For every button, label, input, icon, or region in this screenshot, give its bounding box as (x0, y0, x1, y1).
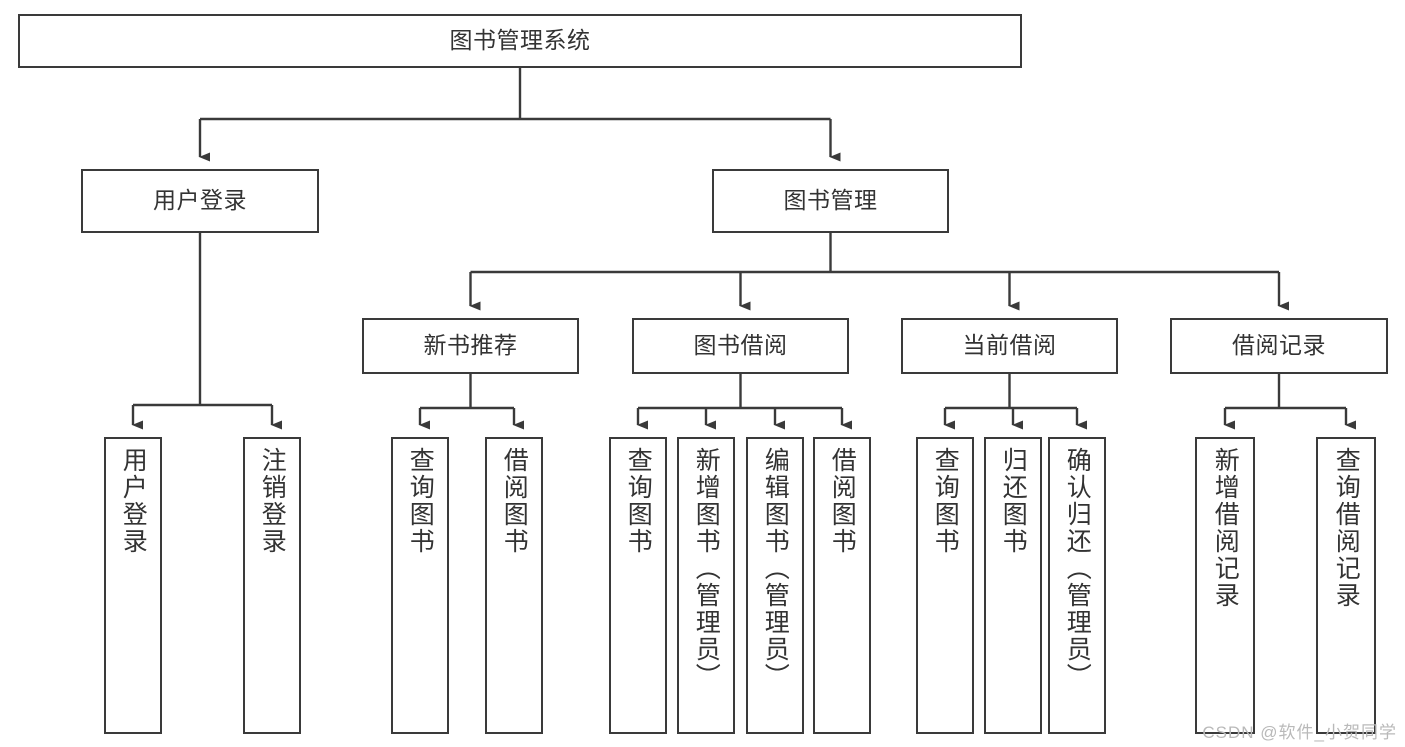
subbranch-node-2-label: 当前借阅 (962, 332, 1057, 359)
subbranch-node-1[interactable]: 图书借阅 (632, 318, 849, 374)
subbranch-node-3-label: 借阅记录 (1232, 332, 1326, 359)
leaf-node-4-label: 查询图书 (624, 447, 653, 555)
root-node-label: 图书管理系统 (449, 27, 591, 54)
leaf-node-6-label: 编辑图书（管理员） (761, 447, 790, 690)
leaf-node-7[interactable]: 借阅图书 (813, 437, 871, 734)
leaf-node-1[interactable]: 注销登录 (243, 437, 301, 734)
watermark: CSDN @软件_小贺同学 (1202, 723, 1397, 742)
leaf-node-9[interactable]: 归还图书 (984, 437, 1042, 734)
subbranch-node-2[interactable]: 当前借阅 (901, 318, 1118, 374)
leaf-node-4[interactable]: 查询图书 (609, 437, 667, 734)
leaf-node-1-label: 注销登录 (258, 447, 287, 555)
leaf-node-0[interactable]: 用户登录 (104, 437, 162, 734)
leaf-node-12[interactable]: 查询借阅记录 (1316, 437, 1376, 734)
leaf-node-5[interactable]: 新增图书（管理员） (677, 437, 735, 734)
leaf-node-8-label: 查询图书 (931, 447, 960, 555)
leaf-node-7-label: 借阅图书 (828, 447, 857, 555)
leaf-node-0-label: 用户登录 (119, 447, 148, 555)
leaf-node-10[interactable]: 确认归还（管理员） (1048, 437, 1106, 734)
branch-node-1[interactable]: 图书管理 (712, 169, 949, 233)
leaf-node-9-label: 归还图书 (999, 447, 1028, 555)
leaf-node-3-label: 借阅图书 (500, 447, 529, 555)
leaf-node-8[interactable]: 查询图书 (916, 437, 974, 734)
leaf-node-12-label: 查询借阅记录 (1332, 447, 1361, 609)
leaf-node-3[interactable]: 借阅图书 (485, 437, 543, 734)
leaf-node-11[interactable]: 新增借阅记录 (1195, 437, 1255, 734)
leaf-node-2-label: 查询图书 (406, 447, 435, 555)
branch-node-0[interactable]: 用户登录 (81, 169, 319, 233)
root-node[interactable]: 图书管理系统 (18, 14, 1022, 68)
branch-node-1-label: 图书管理 (783, 187, 878, 214)
subbranch-node-0-label: 新书推荐 (423, 332, 518, 359)
branch-node-0-label: 用户登录 (153, 187, 247, 214)
subbranch-node-1-label: 图书借阅 (693, 332, 788, 359)
leaf-node-10-label: 确认归还（管理员） (1063, 447, 1092, 690)
leaf-node-6[interactable]: 编辑图书（管理员） (746, 437, 804, 734)
leaf-node-5-label: 新增图书（管理员） (692, 447, 721, 690)
subbranch-node-0[interactable]: 新书推荐 (362, 318, 579, 374)
subbranch-node-3[interactable]: 借阅记录 (1170, 318, 1388, 374)
leaf-node-2[interactable]: 查询图书 (391, 437, 449, 734)
leaf-node-11-label: 新增借阅记录 (1211, 447, 1240, 609)
